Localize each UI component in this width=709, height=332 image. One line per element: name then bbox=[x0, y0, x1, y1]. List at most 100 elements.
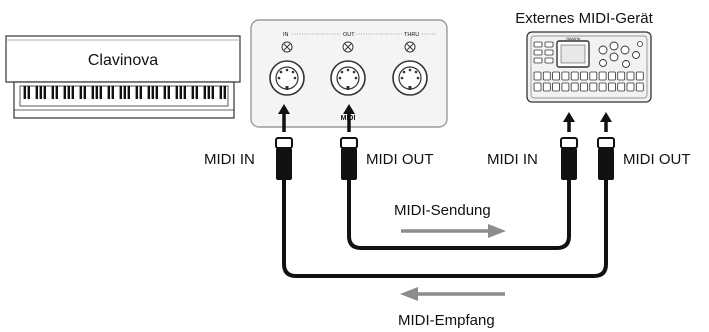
piano-black-key bbox=[83, 86, 86, 99]
piano-black-keys bbox=[23, 86, 226, 99]
device-pad-rows bbox=[533, 71, 644, 92]
device-button bbox=[544, 41, 554, 48]
piano-black-key bbox=[35, 86, 38, 99]
piano-black-key bbox=[71, 86, 74, 99]
arrow-up-icon bbox=[600, 112, 612, 122]
device-pad bbox=[617, 82, 626, 92]
device-pad bbox=[589, 82, 598, 92]
external-midi-device: YAMAHA bbox=[526, 31, 652, 103]
device-button bbox=[533, 57, 543, 64]
device-pad bbox=[561, 82, 570, 92]
device-pad bbox=[608, 71, 616, 81]
device-pad bbox=[580, 71, 588, 81]
plug-device-out-icon bbox=[597, 137, 615, 180]
device-pad bbox=[552, 82, 560, 92]
device-pad bbox=[542, 71, 551, 81]
device-pad bbox=[635, 82, 644, 92]
screw-icon bbox=[281, 41, 293, 53]
send-flow: MIDI-Sendung bbox=[394, 202, 506, 238]
piano-lid bbox=[5, 35, 241, 83]
plug-piano-in-icon bbox=[275, 137, 293, 180]
arrow-up-icon bbox=[343, 104, 355, 114]
screw-icon bbox=[342, 41, 354, 53]
device-button bbox=[544, 49, 554, 56]
piano-black-key bbox=[123, 86, 126, 99]
label-piano-midi-in: MIDI IN bbox=[204, 151, 255, 168]
receive-cable bbox=[282, 180, 608, 278]
device-pad bbox=[598, 82, 607, 92]
piano-black-key bbox=[211, 86, 214, 99]
piano-black-key bbox=[127, 86, 130, 99]
device-pad bbox=[626, 71, 635, 81]
port-label-thru: THRU bbox=[404, 32, 419, 38]
device-button bbox=[533, 49, 543, 56]
piano-black-key bbox=[99, 86, 102, 99]
send-cable bbox=[347, 180, 571, 250]
piano-black-key bbox=[43, 86, 46, 99]
clavinova-piano: Clavinova bbox=[5, 35, 241, 119]
arrow-up-icon bbox=[278, 104, 290, 114]
midi-port-panel: IN OUT THRU bbox=[250, 19, 448, 128]
piano-black-key bbox=[55, 86, 58, 99]
piano-black-key bbox=[79, 86, 82, 99]
piano-black-key bbox=[179, 86, 182, 99]
piano-black-key bbox=[63, 86, 66, 99]
arrow-up-icon bbox=[563, 112, 575, 122]
piano-black-key bbox=[67, 86, 70, 99]
piano-black-key bbox=[119, 86, 122, 99]
device-pad bbox=[570, 82, 579, 92]
device-pad bbox=[561, 71, 570, 81]
midi-out-socket-icon bbox=[330, 60, 366, 96]
midi-in-socket-icon bbox=[269, 60, 305, 96]
piano-black-key bbox=[223, 86, 226, 99]
piano-black-key bbox=[195, 86, 198, 99]
piano-black-key bbox=[27, 86, 30, 99]
piano-black-key bbox=[203, 86, 206, 99]
send-flow-label: MIDI-Sendung bbox=[394, 202, 491, 219]
device-pad bbox=[617, 71, 626, 81]
insert-arrows bbox=[278, 104, 612, 132]
arrow-left-icon bbox=[400, 287, 418, 301]
device-pad bbox=[533, 71, 542, 81]
piano-black-key bbox=[39, 86, 42, 99]
piano-black-key bbox=[167, 86, 170, 99]
device-pad bbox=[533, 82, 542, 92]
device-pad bbox=[580, 82, 588, 92]
piano-black-key bbox=[147, 86, 150, 99]
device-pad bbox=[589, 71, 598, 81]
piano-black-key bbox=[151, 86, 154, 99]
piano-black-key bbox=[175, 86, 178, 99]
label-device-midi-out: MIDI OUT bbox=[623, 151, 691, 168]
label-piano-midi-out: MIDI OUT bbox=[366, 151, 434, 168]
port-label-out: OUT bbox=[343, 32, 355, 38]
device-pad bbox=[608, 82, 616, 92]
piano-black-key bbox=[183, 86, 186, 99]
device-button bbox=[533, 41, 543, 48]
label-device-midi-in: MIDI IN bbox=[487, 151, 538, 168]
device-left-buttons bbox=[533, 41, 554, 64]
plug-piano-out-icon bbox=[340, 137, 358, 180]
piano-black-key bbox=[163, 86, 166, 99]
piano-black-key bbox=[91, 86, 94, 99]
cables bbox=[282, 180, 608, 278]
device-title: Externes MIDI-Gerät bbox=[515, 10, 653, 27]
port-label-in: IN bbox=[283, 32, 289, 38]
piano-black-key bbox=[155, 86, 158, 99]
midi-thru-socket-icon bbox=[392, 60, 428, 96]
piano-black-key bbox=[219, 86, 222, 99]
device-brand: YAMAHA bbox=[566, 37, 581, 41]
device-pad bbox=[598, 71, 607, 81]
device-pad bbox=[635, 71, 644, 81]
piano-black-key bbox=[135, 86, 138, 99]
device-pad bbox=[542, 82, 551, 92]
plug-device-in-icon bbox=[560, 137, 578, 180]
receive-flow: MIDI-Empfang bbox=[398, 287, 505, 329]
piano-black-key bbox=[51, 86, 54, 99]
piano-black-key bbox=[191, 86, 194, 99]
device-pad bbox=[552, 71, 560, 81]
arrow-right-icon bbox=[488, 224, 506, 238]
device-pad bbox=[626, 82, 635, 92]
receive-flow-label: MIDI-Empfang bbox=[398, 312, 495, 329]
device-pad bbox=[570, 71, 579, 81]
